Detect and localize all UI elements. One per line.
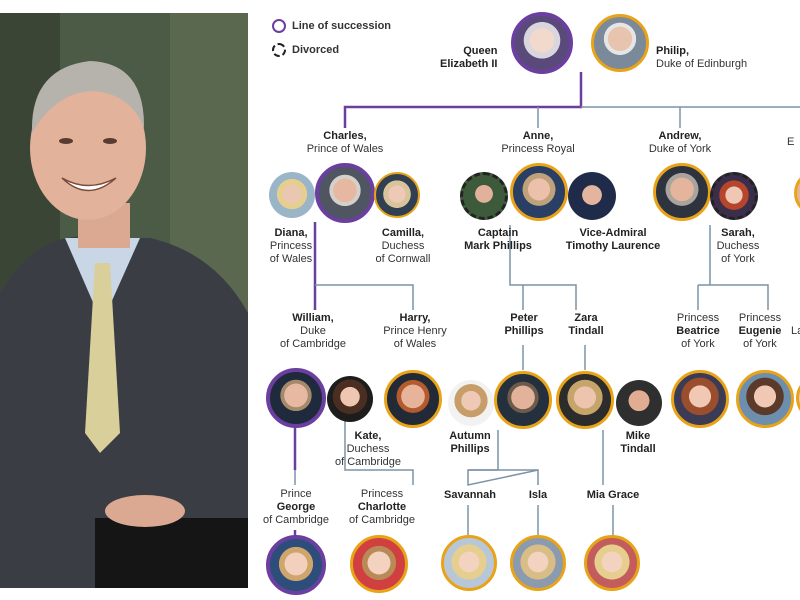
- eugenie-portrait: [736, 370, 794, 428]
- kate-portrait: [327, 376, 373, 422]
- smiling-man-photo: [0, 13, 248, 588]
- savannah-portrait: [441, 535, 497, 591]
- charles-portrait: [315, 163, 375, 223]
- isla-portrait: [510, 535, 566, 591]
- succession-ring-icon: [272, 19, 286, 33]
- harry-portrait: [384, 370, 442, 428]
- zara-portrait: [556, 371, 614, 429]
- queen-portrait: [511, 12, 573, 74]
- tree-connectors: [293, 72, 800, 540]
- succession-line-queen-charles: [343, 72, 583, 128]
- anne-portrait: [510, 163, 568, 221]
- william-portrait: [266, 368, 326, 428]
- mike-portrait: [616, 380, 662, 426]
- autumn-portrait: [448, 380, 494, 426]
- peter-portrait: [494, 371, 552, 429]
- legend-divorced: Divorced: [272, 43, 339, 57]
- divorced-ring-icon: [272, 43, 286, 57]
- louise-label-cropped: La: [791, 325, 800, 337]
- andrew-portrait: [653, 163, 711, 221]
- legend-succession: Line of succession: [272, 19, 391, 33]
- timothy-portrait: [568, 172, 616, 220]
- anne-label: Anne,Princess Royal: [501, 130, 575, 155]
- charlotte-portrait: [350, 535, 408, 593]
- george-portrait: [266, 535, 326, 595]
- savannah-label: Savannah: [444, 489, 496, 501]
- mia-grace-label: Mia Grace: [586, 489, 640, 501]
- beatrice-portrait: [671, 370, 729, 428]
- mark-phillips-portrait: [460, 172, 508, 220]
- philip-portrait: [591, 14, 649, 72]
- camilla-portrait: [374, 172, 420, 218]
- mia-grace-portrait: [584, 535, 640, 591]
- sarah-portrait: [710, 172, 758, 220]
- diana-portrait: [269, 172, 315, 218]
- charles-label: Charles,Prince of Wales: [306, 130, 384, 155]
- andrew-label: Andrew,Duke of York: [648, 130, 712, 155]
- family-connectors: [294, 106, 800, 535]
- edward-label-cropped: E: [787, 136, 795, 148]
- isla-label: Isla: [528, 489, 548, 501]
- featured-photo: [0, 13, 248, 588]
- philip-label: Philip,Duke of Edinburgh: [656, 45, 748, 70]
